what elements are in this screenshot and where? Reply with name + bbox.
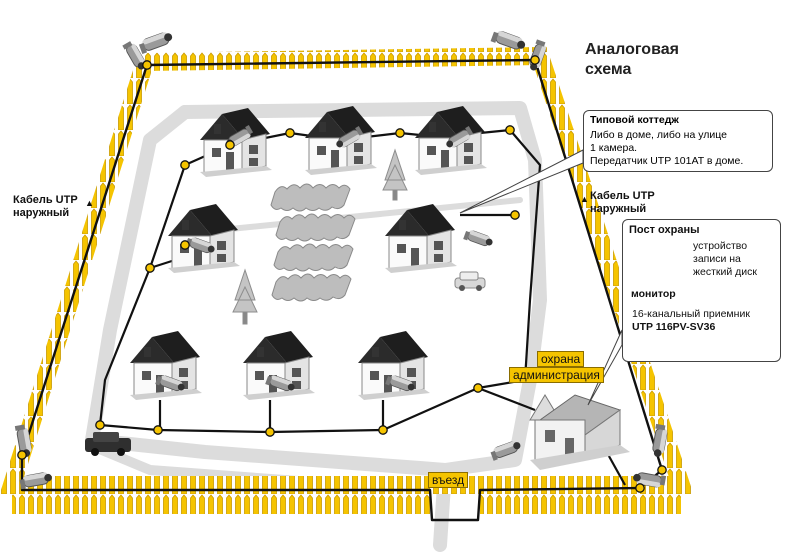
- cable-right-line-2: наружный: [590, 203, 647, 215]
- cable-left-line-2: наружный: [13, 207, 70, 219]
- entrance-tag: въезд: [428, 472, 469, 488]
- admin-tag: администрация: [509, 367, 604, 383]
- receiver-line-2: UTP 116PV-SV36: [632, 321, 716, 333]
- callout-line-3: Передатчик UTP 101AT в доме.: [590, 155, 744, 167]
- recorder-line-2: записи на: [693, 253, 741, 265]
- callout-line-1: Либо в доме, либо на улице: [590, 129, 727, 141]
- callout-line-2: 1 камера.: [590, 142, 638, 154]
- admin-building: [529, 394, 630, 470]
- cable-label-left: Кабель UTP наружный: [13, 194, 78, 220]
- cable-left-line-1: Кабель UTP: [13, 194, 78, 206]
- guard-post-panel: Пост охраны устройство записи на жесткий…: [622, 219, 781, 362]
- arrow-up-icon: ▲: [85, 198, 94, 208]
- cottage-callout: Типовой коттедж Либо в доме, либо на ули…: [583, 110, 773, 172]
- arrow-up-icon: ▲: [580, 194, 589, 204]
- title-line-1: Аналоговая: [585, 41, 679, 58]
- perimeter-cable: [20, 58, 664, 522]
- monitor-label: монитор: [631, 288, 676, 300]
- trees: [232, 148, 408, 325]
- guard-tag: охрана: [537, 351, 585, 367]
- title-line-2: схема: [585, 61, 632, 78]
- cars: [85, 271, 486, 456]
- recorder-line-3: жесткий диск: [693, 266, 757, 278]
- receiver-label: 16-канальный приемник UTP 116PV-SV36: [632, 308, 750, 334]
- receiver-line-1: 16-канальный приемник: [632, 308, 750, 320]
- diagram-title: Аналоговая схема: [585, 40, 679, 80]
- recorder-line-1: устройство: [693, 240, 748, 252]
- hedges: [270, 183, 356, 302]
- cable-label-right: Кабель UTP наружный: [590, 190, 655, 216]
- callout-heading: Типовой коттедж: [590, 114, 679, 126]
- recorder-label: устройство записи на жесткий диск: [693, 240, 757, 279]
- cable-right-line-1: Кабель UTP: [590, 190, 655, 202]
- guard-post-heading: Пост охраны: [629, 224, 700, 236]
